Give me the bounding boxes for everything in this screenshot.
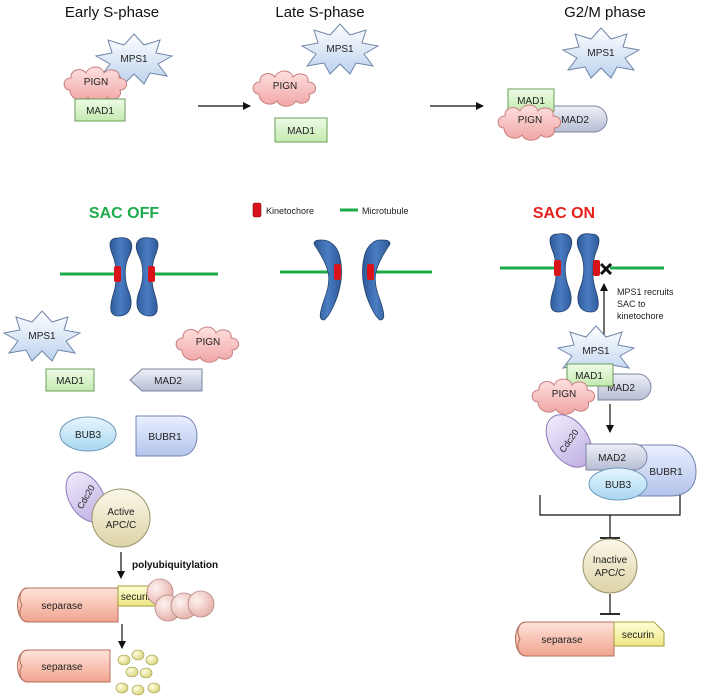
- inactive-apc-line1: Inactive: [593, 555, 628, 566]
- off-mps1-label: MPS1: [28, 331, 56, 342]
- kinetochore-swatch: [252, 202, 262, 218]
- early-mad1: MAD1: [74, 98, 126, 122]
- kinetochore-legend-label: Kinetochore: [266, 206, 314, 216]
- g2m-pign-label: PIGN: [518, 115, 542, 126]
- g2m-mad2-label: MAD2: [561, 115, 589, 126]
- separase-label-bottom: separase: [41, 662, 83, 673]
- on-mad2-mcc-label: MAD2: [598, 453, 626, 464]
- g2m-mad2: MAD2: [549, 105, 608, 133]
- off-mad1-label: MAD1: [56, 376, 84, 387]
- separase-free: separase: [17, 649, 111, 683]
- unattached-x-icon: [599, 262, 613, 276]
- g2m-mad1-label: MAD1: [517, 96, 545, 107]
- on-mad1: MAD1: [566, 363, 614, 387]
- securin-label-top: securin: [121, 592, 153, 603]
- active-apc-line1: Active: [107, 507, 135, 518]
- recruit-text-2: SAC to: [617, 299, 646, 309]
- off-mps1: MPS1: [3, 310, 81, 362]
- inactive-apc-line2: APC/C: [595, 568, 626, 579]
- early-pign-label: PIGN: [84, 77, 108, 88]
- early-mad1-label: MAD1: [86, 106, 114, 117]
- active-apc-line2: APC/C: [106, 520, 137, 531]
- off-mad2-label: MAD2: [154, 376, 182, 387]
- inactive-apc: Inactive APC/C: [582, 538, 638, 594]
- off-pign: PIGN: [175, 326, 240, 363]
- kinetochore-on-right: [593, 260, 600, 276]
- early-s-phase-title: Early S-phase: [65, 4, 159, 21]
- separase-label-on: separase: [541, 635, 583, 646]
- off-bubr1-label: BUBR1: [148, 432, 182, 443]
- on-bubr1-label: BUBR1: [649, 467, 683, 478]
- on-pign-label: PIGN: [552, 389, 576, 400]
- securin-label-on: securin: [622, 630, 654, 641]
- legend-microtubule: Microtubule: [340, 206, 409, 216]
- off-pign-label: PIGN: [196, 337, 220, 348]
- kinetochore-on-left: [554, 260, 561, 276]
- g2m-mps1-label: MPS1: [587, 48, 615, 59]
- kinetochore-right: [148, 266, 155, 282]
- on-cdc20: Cdc20: [545, 414, 593, 468]
- late-mad1-label: MAD1: [287, 126, 315, 137]
- separase-securin-protected: separase securin: [515, 621, 665, 657]
- off-bub3: BUB3: [59, 416, 117, 452]
- on-mad2-top-label: MAD2: [607, 383, 635, 394]
- g2m-phase-title: G2/M phase: [564, 4, 646, 21]
- early-mps1-label: MPS1: [120, 54, 148, 65]
- g2m-mps1: MPS1: [562, 27, 640, 79]
- late-pign-label: PIGN: [273, 81, 297, 92]
- off-bubr1: BUBR1: [135, 415, 198, 457]
- kinetochore-center-left: [334, 264, 341, 280]
- active-apc: Active APC/C: [91, 488, 151, 548]
- off-mad1: MAD1: [45, 368, 95, 392]
- on-mps1-label: MPS1: [582, 346, 610, 357]
- mcc-complex: Cdc20 BUBR1 MAD2 BUB3: [545, 414, 697, 501]
- securin-fragments: [115, 649, 161, 696]
- ubiquitin-4: [187, 590, 215, 618]
- chromosome-sac-on: [500, 233, 664, 313]
- early-mps1: MPS1: [95, 33, 173, 85]
- recruit-text-3: kinetochore: [617, 311, 664, 321]
- separase-label-top: separase: [41, 601, 83, 612]
- recruit-text-1: MPS1 recruits: [617, 287, 674, 297]
- sac-off-title: SAC OFF: [89, 205, 159, 222]
- on-mad1-label: MAD1: [575, 371, 603, 382]
- late-mps1: MPS1: [301, 23, 379, 75]
- legend-kinetochore: Kinetochore: [252, 202, 314, 218]
- g2m-pign: PIGN: [497, 104, 562, 141]
- late-pign: PIGN: [252, 70, 317, 107]
- on-pign: PIGN: [531, 378, 596, 415]
- polyubiquitylation-label: polyubiquitylation: [132, 560, 218, 571]
- on-bub3: BUB3: [588, 467, 648, 501]
- on-bub3-label: BUB3: [605, 480, 632, 491]
- kinetochore-center-right: [367, 264, 374, 280]
- early-pign: PIGN: [63, 66, 128, 103]
- late-mad1: MAD1: [274, 117, 328, 143]
- kinetochore-left: [114, 266, 121, 282]
- on-mps1: MPS1: [557, 325, 635, 377]
- separase-securin-complex: separase securin: [17, 578, 215, 623]
- off-bub3-label: BUB3: [75, 430, 102, 441]
- microtubule-legend-label: Microtubule: [362, 206, 409, 216]
- chromosome-center: [280, 239, 432, 321]
- off-mad2: MAD2: [129, 368, 203, 392]
- late-s-phase-title: Late S-phase: [275, 4, 364, 21]
- sac-on-title: SAC ON: [533, 205, 595, 222]
- on-mad2-mcc: MAD2: [585, 443, 648, 471]
- late-mps1-label: MPS1: [326, 44, 354, 55]
- chromosome-sac-off: [60, 237, 218, 317]
